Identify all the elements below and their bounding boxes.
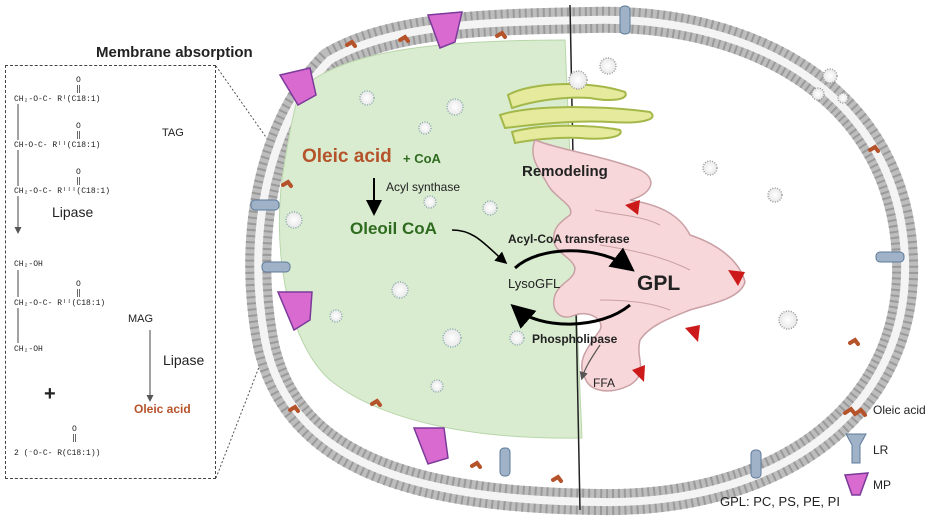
- lipase-label-2: Lipase: [163, 352, 205, 368]
- ffa-label: FFA: [593, 376, 616, 390]
- mag-label: MAG: [128, 313, 154, 325]
- tag-line-9: CH₂-O-C- Rᴵᴵᴵ(C18:1): [14, 187, 111, 196]
- oleoil-coa-label: Oleoil CoA: [350, 219, 437, 238]
- er-organelle: [532, 139, 746, 392]
- ffa-line-1: O: [72, 425, 77, 434]
- membrane-oleic-acids: [281, 30, 880, 483]
- lipid-rafts: [250, 5, 905, 479]
- transfer-arrow: [451, 229, 508, 264]
- acyltransferase-cycle-arrow: [513, 247, 635, 272]
- legend-oleic-acid: Oleic acid: [873, 403, 926, 417]
- phospholipase-cycle-arrow: [510, 303, 631, 329]
- er-protein-4: [632, 365, 645, 382]
- lipase-label-1: Lipase: [52, 204, 94, 220]
- legend-mp: MP: [873, 478, 891, 492]
- mag-line-5: CH₂-OH: [14, 345, 43, 354]
- zoom-line-top: [215, 65, 269, 141]
- tag-line-2: ‖: [76, 85, 81, 94]
- tag-line-6: CH-O-C- Rᴵᴵ(C18:1): [14, 141, 101, 150]
- mag-line-4: CH₂-O-C- Rᴵᴵ(C18:1): [14, 299, 106, 308]
- coa-label: + CoA: [403, 151, 441, 166]
- oleic-acid-label: Oleic acid: [302, 146, 392, 167]
- oleic-acid-product: Oleic acid: [134, 402, 191, 416]
- ffa-line-2: ‖: [72, 434, 77, 443]
- tag-line-1: O: [76, 76, 81, 85]
- ffa-arrow: [579, 344, 601, 381]
- tag-line-4: O: [76, 122, 81, 131]
- legend-lr: LR: [873, 443, 889, 457]
- vesicles: [285, 57, 849, 393]
- acyl-synthase-label: Acyl synthase: [386, 180, 461, 194]
- lysogfl-label: LysoGFL: [508, 276, 561, 291]
- mag-line-3: ‖: [76, 289, 81, 298]
- membrane-protein-icon: [843, 472, 870, 496]
- membrane-absorption-box: [5, 65, 216, 479]
- tag-line-3: CH₂-O-C- Rᴵ(C18:1): [14, 95, 101, 104]
- mag-line-1: CH₂-OH: [14, 260, 43, 269]
- tag-line-7: O: [76, 168, 81, 177]
- er-folds: [594, 209, 691, 311]
- er-protein-3: [685, 325, 700, 342]
- oleic-acid-icon: [843, 406, 867, 417]
- tag-line-8: ‖: [76, 177, 81, 186]
- gpl-label: GPL: [637, 272, 681, 295]
- gpl-footnote: GPL: PC, PS, PE, PI: [720, 494, 840, 509]
- tag-line-5: ‖: [76, 131, 81, 140]
- tag-label: TAG: [162, 127, 184, 139]
- er-protein-2: [728, 270, 745, 286]
- golgi-apparatus: [498, 83, 654, 145]
- ffa-line-3: 2 (⁻O-C- R(C18:1)): [14, 449, 101, 458]
- acyl-transferase-label: Acyl-CoA transferase: [508, 232, 630, 246]
- mag-line-2: O: [76, 280, 81, 289]
- plus-sign: +: [44, 383, 56, 405]
- panel-title: Membrane absorption: [96, 44, 253, 61]
- phospholipase-label: Phospholipase: [532, 332, 618, 346]
- lipid-raft-icon: [845, 433, 867, 464]
- membrane-proteins: [276, 11, 463, 465]
- remodeling-label: Remodeling: [522, 163, 608, 180]
- er-protein-1: [625, 200, 640, 215]
